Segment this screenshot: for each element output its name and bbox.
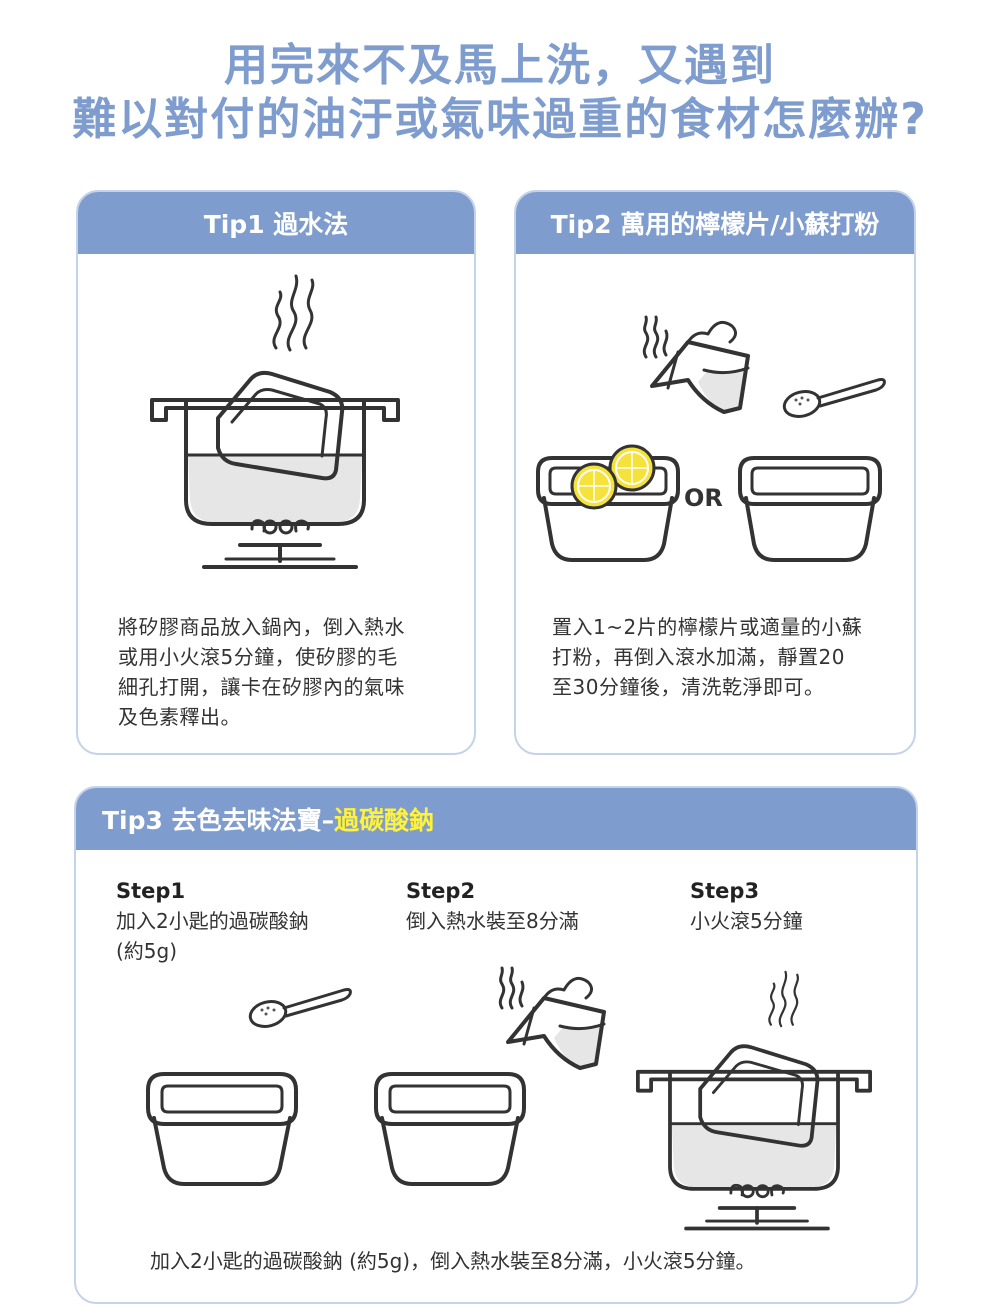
tip2-card: Tip2 萬用的檸檬片/小蘇打粉: [514, 190, 916, 755]
stove-icon: [684, 1183, 830, 1231]
step1-line1: 加入2小匙的過碳酸鈉: [116, 909, 309, 933]
spoon-icon: [782, 378, 886, 418]
tip3-card: Tip3 去色去味法寶–過碳酸鈉: [74, 786, 918, 1304]
container-icon: [738, 456, 882, 562]
pot-icon: [150, 370, 400, 526]
tip3-title-highlight: 過碳酸鈉: [334, 806, 435, 835]
steam-icon: [272, 274, 315, 352]
pot-icon: [636, 1044, 872, 1191]
step3-title: Step3: [690, 879, 760, 903]
tip2-desc-line1: 置入1~2片的檸檬片或適量的小蘇: [552, 615, 863, 639]
tip3-header: Tip3 去色去味法寶–過碳酸鈉: [76, 788, 916, 850]
page-title-line2: 難以對付的油汙或氣味過重的食材怎麼辦?: [72, 94, 928, 145]
pitcher-icon: [506, 976, 606, 1070]
tip1-desc-line1: 將矽膠商品放入鍋內，倒入熱水: [118, 615, 405, 639]
steam-icon: [498, 966, 525, 1010]
page-title-line1: 用完來不及馬上洗，又遇到: [224, 40, 776, 91]
step2-title: Step2: [406, 879, 476, 903]
or-label: OR: [684, 484, 723, 512]
step3-line1: 小火滾5分鐘: [690, 909, 803, 933]
lemon-icon: [570, 444, 656, 510]
tip1-desc-line4: 及色素釋出。: [118, 705, 241, 729]
stove-icon: [202, 519, 358, 569]
tip1-desc-line3: 細孔打開，讓卡在矽膠內的氣味: [118, 675, 405, 699]
container-icon: [146, 1072, 298, 1186]
steam-icon: [642, 315, 669, 359]
tip1-desc-line2: 或用小火滾5分鐘，使矽膠的毛: [118, 645, 398, 669]
tip1-card: Tip1 過水法: [76, 190, 476, 755]
container-icon: [536, 456, 680, 562]
tip2-header: Tip2 萬用的檸檬片/小蘇打粉: [516, 192, 914, 254]
steam-icon: [768, 970, 799, 1028]
tip3-summary: 加入2小匙的過碳酸鈉 (約5g)，倒入熱水裝至8分滿，小火滾5分鐘。: [150, 1249, 756, 1273]
step2-line1: 倒入熱水裝至8分滿: [406, 909, 579, 933]
step1-title: Step1: [116, 879, 186, 903]
step1-line2: (約5g): [116, 939, 178, 963]
tip1-header: Tip1 過水法: [78, 192, 474, 254]
tip3-title-prefix: Tip3 去色去味法寶–: [102, 806, 335, 835]
container-icon: [374, 1072, 526, 1186]
tip2-desc-line2: 打粉，再倒入滾水加滿，靜置20: [552, 645, 845, 669]
spoon-icon: [248, 988, 352, 1028]
tip2-desc-line3: 至30分鐘後，清洗乾淨即可。: [552, 675, 825, 699]
pitcher-icon: [650, 320, 750, 414]
